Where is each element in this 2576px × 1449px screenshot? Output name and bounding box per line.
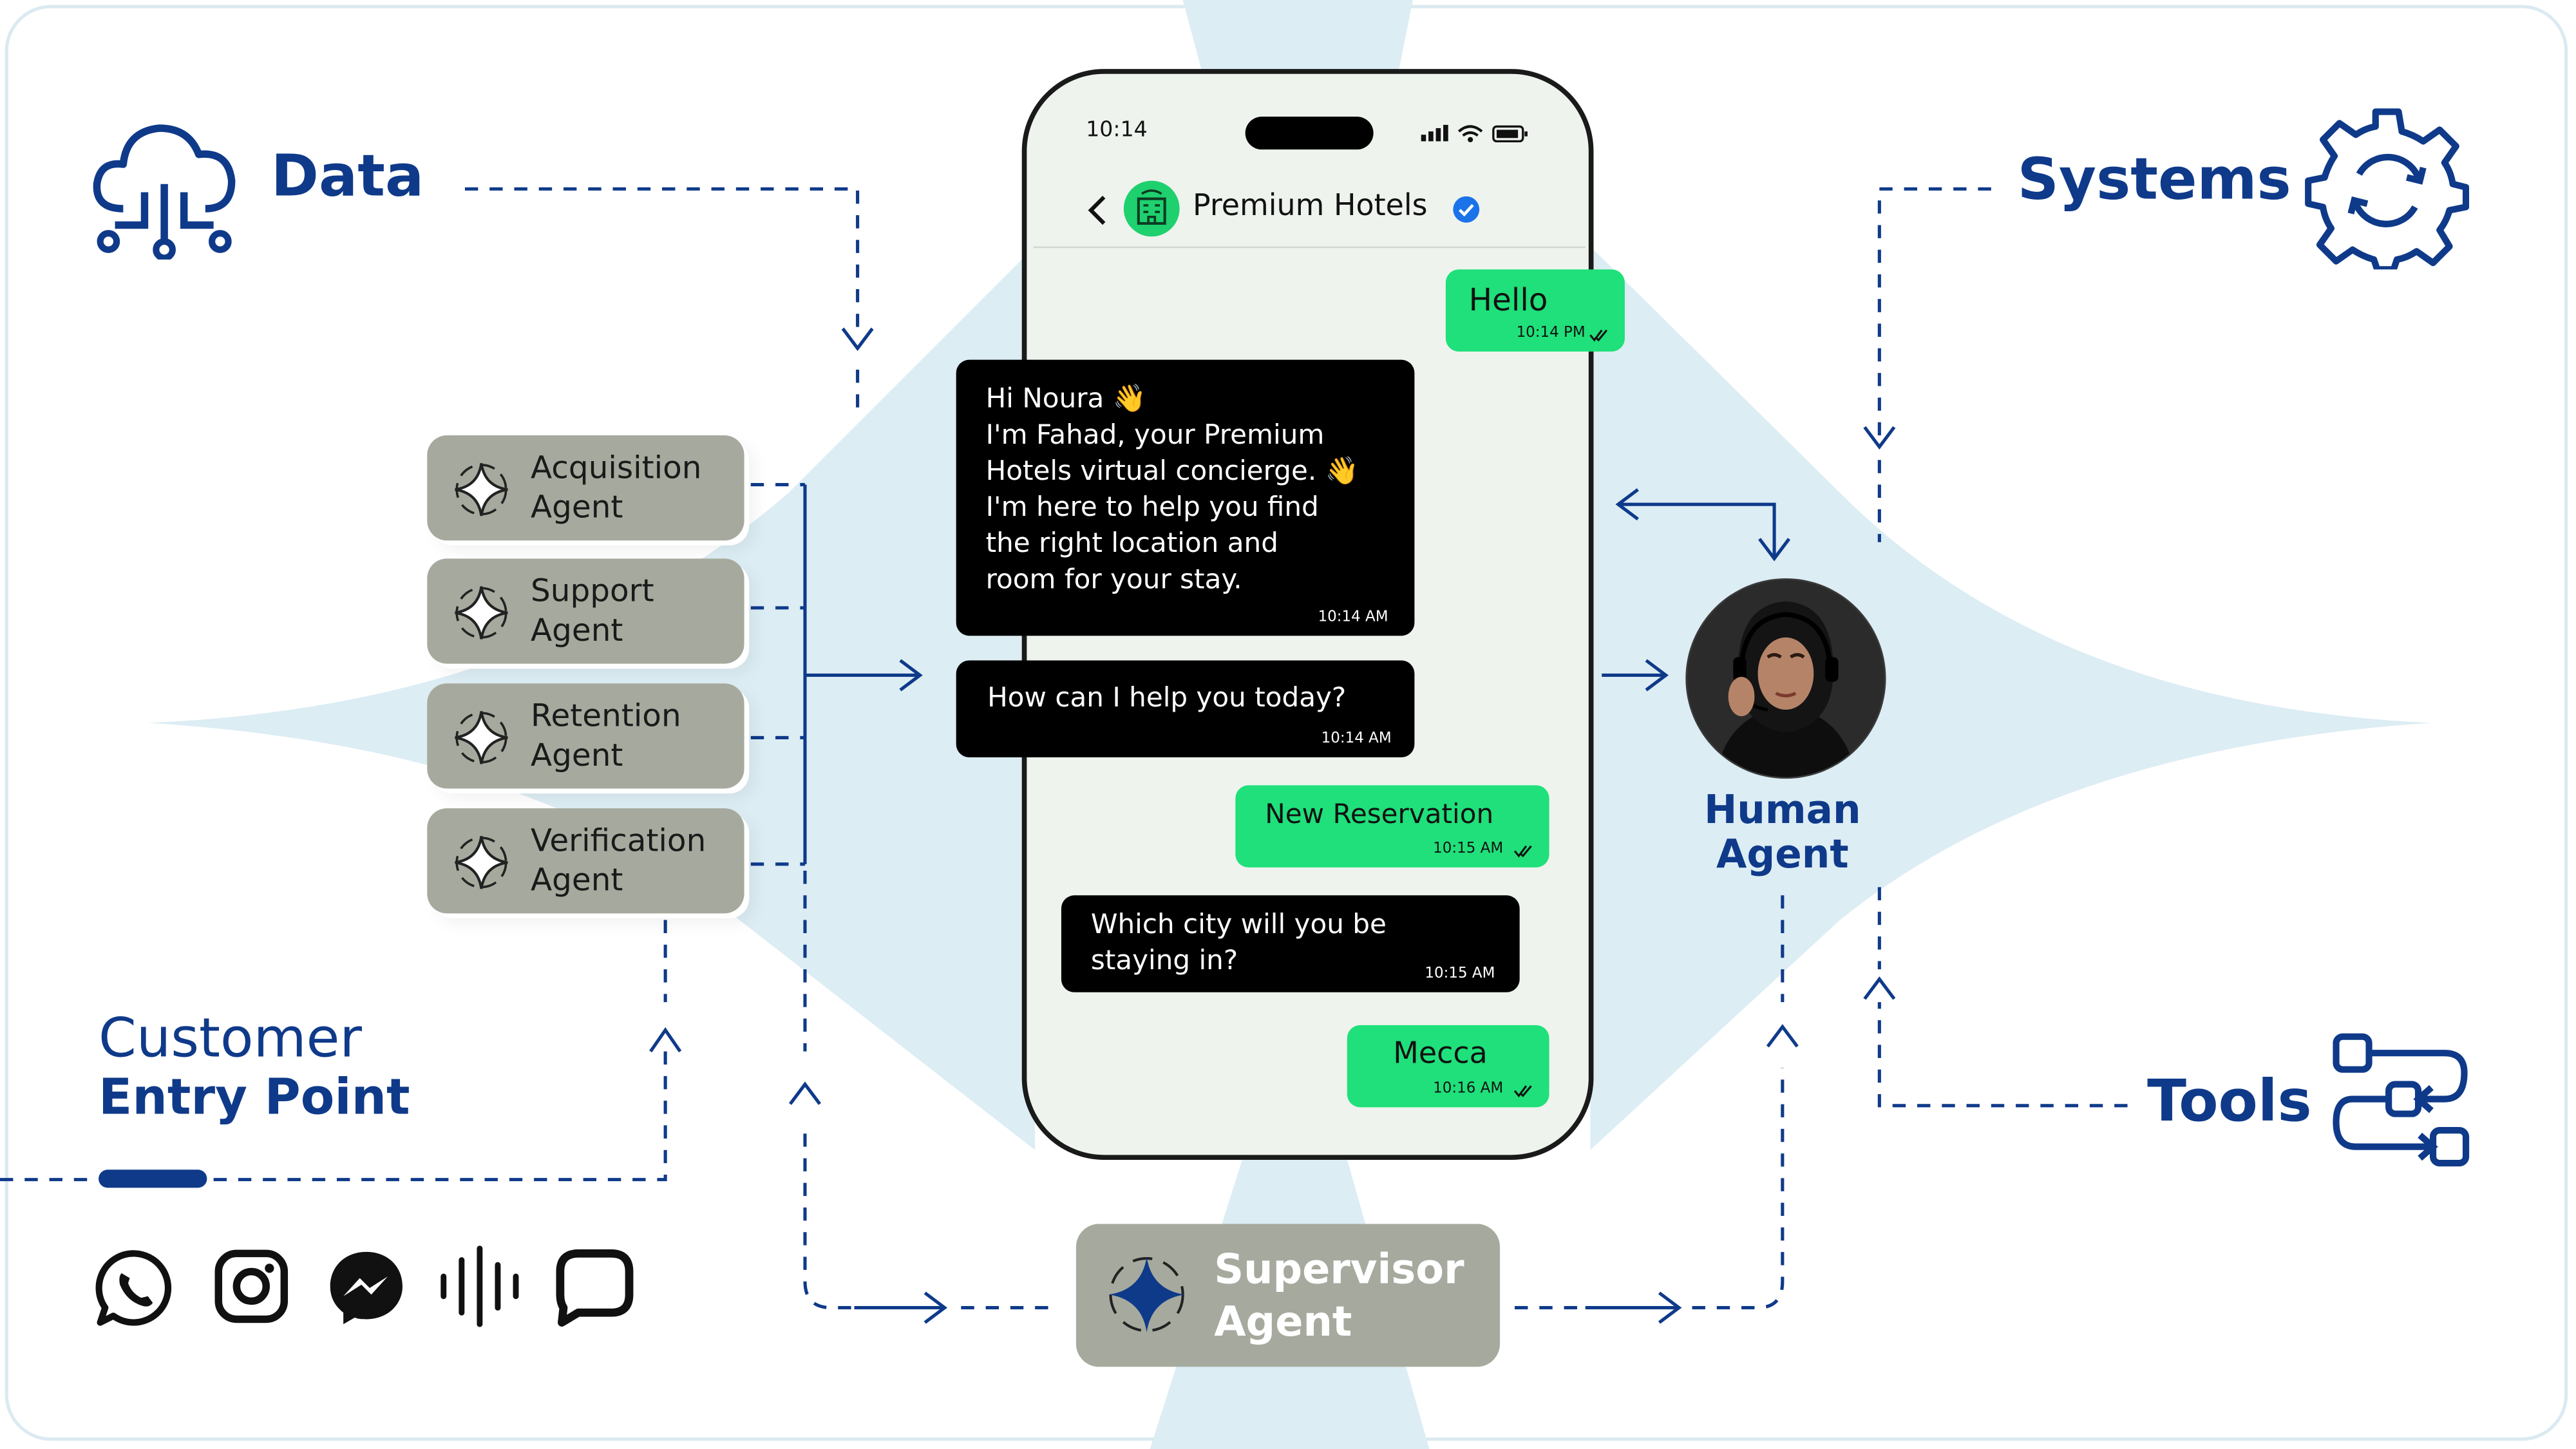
- human-connector-bottom: [1692, 1068, 1785, 1310]
- read-check-icon: [1513, 845, 1532, 858]
- support-agent-line2: Agent: [530, 612, 623, 649]
- customer-connector: [213, 1051, 667, 1182]
- agent-star-icon: [455, 711, 508, 764]
- agent-star-icon: [455, 836, 508, 889]
- arrowhead: [1645, 659, 1669, 692]
- message-time: 10:14 PM: [1516, 325, 1586, 342]
- message-line: room for your stay.: [985, 563, 1242, 595]
- header-divider: [1033, 246, 1586, 249]
- arrowhead: [788, 1081, 821, 1105]
- cloud-data-icon: [93, 124, 236, 260]
- message-bubble-outgoing: New Reservation 10:15 AM: [1235, 785, 1549, 867]
- status-time: 10:14: [1086, 118, 1148, 143]
- systems-connector: [1877, 187, 1991, 436]
- voice-icon[interactable]: [437, 1245, 523, 1328]
- message-text-block: Hi Noura 👋 I'm Fahad, your Premium Hotel…: [986, 381, 1359, 598]
- message-line: I'm here to help you find: [985, 491, 1319, 523]
- arrowhead: [899, 659, 923, 692]
- arrowhead: [649, 1027, 682, 1053]
- message-time: 10:14 AM: [1321, 731, 1392, 748]
- systems-label: Systems: [2017, 147, 2291, 214]
- entry-indicator-bar: [99, 1170, 207, 1188]
- back-chevron-icon[interactable]: [1086, 192, 1109, 228]
- arrowhead: [1863, 976, 1896, 1000]
- message-text: New Reservation: [1265, 798, 1494, 830]
- arrowhead: [1766, 1024, 1799, 1048]
- message-line: Hi Noura 👋: [985, 383, 1147, 414]
- gear-systems-icon: [2305, 108, 2470, 270]
- instagram-icon[interactable]: [214, 1249, 289, 1324]
- contact-name: Premium Hotels: [1193, 189, 1428, 223]
- message-bubble-outgoing: Mecca 10:16 AM: [1347, 1025, 1549, 1108]
- human-to-phone-arrow: [1618, 502, 1776, 559]
- acquisition-agent-line1: Acquisition: [530, 450, 702, 487]
- acquisition-agent-line2: Agent: [530, 489, 623, 526]
- message-time: 10:15 AM: [1433, 841, 1504, 858]
- message-text: How can I help you today?: [987, 681, 1347, 714]
- hotel-avatar-icon: [1123, 180, 1180, 237]
- message-bubble-outgoing: Hello 10:14 PM: [1445, 269, 1625, 352]
- entry-point-label: Entry Point: [99, 1069, 410, 1127]
- message-line: I'm Fahad, your Premium: [985, 419, 1325, 450]
- agent-star-icon: [455, 586, 508, 639]
- read-check-icon: [1513, 1085, 1532, 1097]
- message-time: 10:15 AM: [1425, 965, 1495, 983]
- tools-workflow-icon: [2333, 1033, 2470, 1167]
- retention-agent-line2: Agent: [530, 737, 623, 774]
- supervisor-agent-box[interactable]: Supervisor Agent: [1075, 1224, 1501, 1367]
- arrowhead: [1658, 1291, 1682, 1324]
- human-agent-avatar: [1685, 578, 1886, 779]
- supervisor-star-icon: [1108, 1256, 1185, 1332]
- message-time: 10:14 AM: [1318, 609, 1388, 626]
- messenger-icon[interactable]: [327, 1249, 406, 1327]
- customer-label: Customer: [99, 1005, 362, 1070]
- verification-agent-line1: Verification: [530, 823, 706, 860]
- message-time: 10:16 AM: [1433, 1081, 1504, 1098]
- message-line: Hotels virtual concierge. 👋: [985, 455, 1359, 487]
- chat-icon[interactable]: [555, 1249, 634, 1327]
- verified-badge-icon: [1453, 196, 1480, 223]
- message-line: the right location and: [985, 527, 1278, 559]
- human-agent-line1: Human: [1704, 786, 1861, 833]
- message-line: staying in?: [1090, 944, 1238, 976]
- data-label: Data: [270, 144, 424, 211]
- supervisor-line1: Supervisor: [1214, 1245, 1464, 1293]
- tools-connector: [1877, 1002, 2128, 1108]
- message-bubble-incoming: Which city will you be staying in? 10:15…: [1061, 895, 1520, 992]
- human-agent-label: Human Agent: [1676, 788, 1889, 877]
- retention-agent-line1: Retention: [530, 698, 681, 735]
- message-text: Hello: [1468, 282, 1548, 319]
- human-agent-line2: Agent: [1716, 831, 1849, 878]
- message-text: Mecca: [1393, 1036, 1488, 1072]
- arrowhead: [1758, 538, 1791, 562]
- arrowhead: [1615, 488, 1639, 521]
- arrowhead: [841, 327, 874, 352]
- whatsapp-icon[interactable]: [95, 1249, 174, 1327]
- support-agent-line1: Support: [530, 573, 654, 610]
- status-icons: [1421, 124, 1528, 143]
- verification-agent-line2: Agent: [530, 862, 623, 899]
- dynamic-island: [1245, 117, 1374, 150]
- supervisor-line2: Agent: [1214, 1298, 1352, 1346]
- agent-star-icon: [455, 463, 508, 516]
- arrowhead: [923, 1291, 948, 1324]
- message-line: Which city will you be: [1090, 908, 1387, 940]
- supervisor-connector-left: [803, 1133, 855, 1310]
- tools-label: Tools: [2147, 1069, 2312, 1135]
- data-connector: [464, 187, 860, 337]
- arrowhead: [1863, 426, 1896, 450]
- message-bubble-incoming: Hi Noura 👋 I'm Fahad, your Premium Hotel…: [956, 359, 1415, 636]
- message-text-block: Which city will you be staying in?: [1091, 907, 1387, 979]
- message-bubble-incoming: How can I help you today? 10:14 AM: [956, 660, 1415, 758]
- read-check-icon: [1589, 329, 1608, 342]
